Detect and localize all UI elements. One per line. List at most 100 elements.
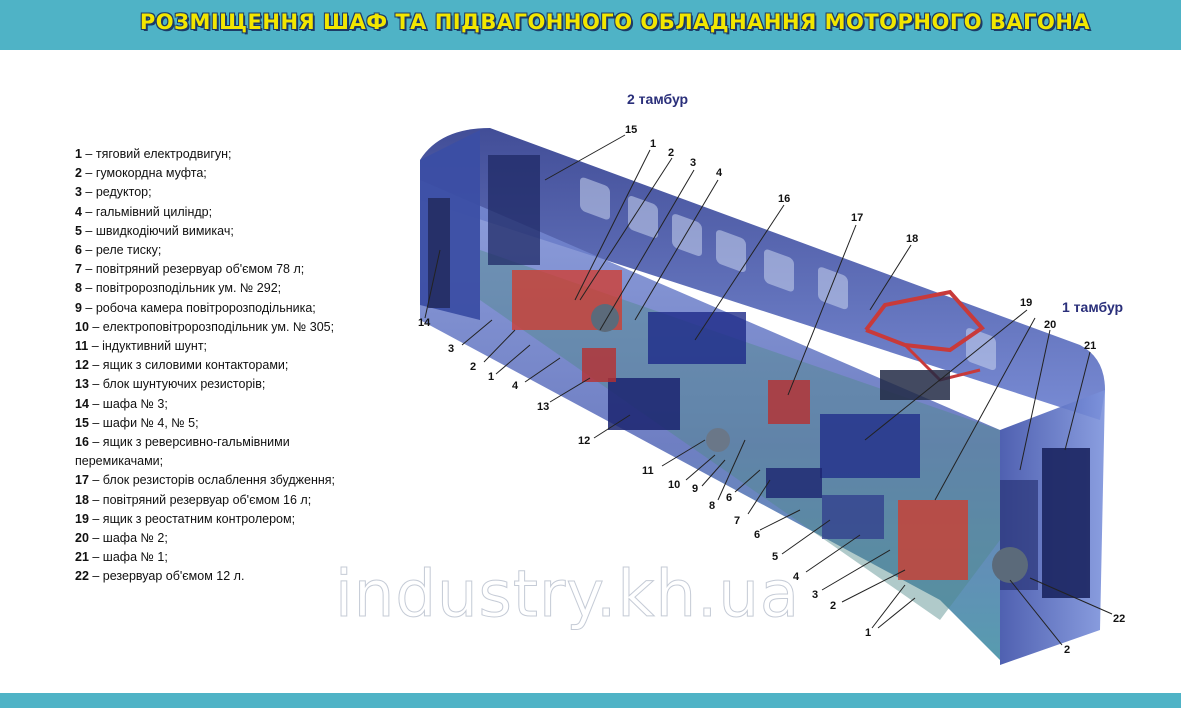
cabinet-1-shape — [1042, 448, 1090, 598]
callout-label: 2 — [668, 147, 674, 159]
pantograph-base — [880, 370, 950, 400]
legend-list: 1 – тяговий електродвигун; 2 – гумокордн… — [75, 145, 375, 587]
leader-line — [717, 439, 746, 501]
watermark: industry.kh.ua — [334, 558, 801, 633]
legend-item: 10 – електроповітророзподільник ум. № 30… — [75, 319, 335, 334]
leader-line — [1064, 351, 1091, 451]
high-speed-breaker-shape — [822, 495, 884, 539]
air-reservoir-shape — [766, 468, 822, 498]
leader-line — [1019, 329, 1051, 471]
legend-item: 2 – гумокордна муфта; — [75, 166, 207, 181]
leader-line — [841, 569, 906, 603]
leader-line — [1009, 579, 1063, 646]
callout-label: 8 — [709, 500, 715, 512]
leader-line — [877, 597, 916, 629]
legend-item: 4 – гальмівний циліндр; — [75, 204, 213, 219]
legend-item: 11 – індуктивний шунт; — [75, 339, 208, 354]
callout-label: 4 — [512, 380, 519, 392]
callout-label: 3 — [812, 589, 818, 601]
callout-label: 16 — [778, 193, 790, 205]
window — [764, 249, 794, 292]
page-title: РОЗМІЩЕННЯ ШАФ ТА ПІДВАГОННОГО ОБЛАДНАНН… — [139, 10, 1091, 34]
legend-item: 20 – шафа № 2; — [75, 531, 168, 546]
leader-line — [694, 204, 785, 341]
leader-line — [661, 439, 706, 467]
leader-line — [821, 549, 891, 591]
vestibule-2-label: 2 тамбур — [627, 91, 689, 107]
callout-label: 14 — [418, 317, 431, 329]
legend-item: 9 – робоча камера повітророзподільника; — [75, 300, 316, 315]
leader-line — [759, 509, 801, 531]
callout-label: 11 — [642, 465, 654, 477]
leader-line — [934, 317, 1036, 501]
callout-label: 20 — [1044, 319, 1056, 331]
legend-item: перемикачами; — [75, 454, 164, 469]
callout-label: 2 — [830, 600, 836, 612]
motor-bogie-front-shape — [898, 500, 968, 580]
callout-label: 15 — [625, 124, 637, 136]
callout-label: 9 — [692, 483, 698, 495]
callout-label: 2 — [470, 361, 476, 373]
legend-item: 14 – шафа № 3; — [75, 396, 168, 411]
leader-line — [599, 169, 695, 331]
leader-line — [634, 179, 719, 321]
leader-line — [495, 344, 531, 375]
leader-line — [544, 134, 626, 181]
cabinets-4-5-shape — [488, 155, 540, 265]
leader-line — [701, 459, 726, 487]
leader-line — [685, 454, 716, 481]
leader-line — [864, 309, 1028, 441]
window-row — [580, 177, 996, 371]
callout-label: 3 — [690, 157, 696, 169]
rheostat-box-shape — [820, 414, 920, 478]
legend-item: 7 – повітряний резервуар об'ємом 78 л; — [75, 262, 305, 277]
window — [716, 230, 746, 273]
legend-item: 3 – редуктор; — [75, 185, 152, 200]
callout-label: 1 — [650, 138, 656, 150]
legend-item: 12 – ящик з силовими контакторами; — [75, 358, 289, 373]
window — [580, 177, 610, 220]
callout-label: 6 — [726, 492, 732, 504]
legend-item: 13 – блок шунтуючих резисторів; — [75, 377, 266, 392]
legend-item: 22 – резервуар об'ємом 12 л. — [75, 569, 245, 584]
callout-label: 4 — [716, 167, 723, 179]
legend-item: 16 – ящик з реверсивно-гальмівними — [75, 435, 290, 450]
leader-line — [734, 469, 761, 493]
callout-label: 10 — [668, 479, 680, 491]
legend-item: 21 – шафа № 1; — [75, 550, 168, 565]
wheel — [591, 304, 619, 332]
leader-line — [549, 377, 591, 403]
legend-item: 15 – шафи № 4, № 5; — [75, 415, 199, 430]
window — [628, 196, 658, 238]
leader-line — [747, 479, 771, 515]
window — [966, 328, 996, 371]
leader-line — [579, 157, 673, 301]
wheel — [992, 547, 1028, 583]
leader-line — [483, 329, 516, 363]
leader-line — [424, 249, 441, 319]
callout-label: 22 — [1113, 613, 1125, 625]
leader-line — [805, 534, 861, 573]
field-resistor-block-shape — [768, 380, 810, 424]
legend-item: 5 – швидкодіючий вимикач; — [75, 223, 234, 238]
leader-lines — [424, 134, 1113, 646]
leader-line — [869, 244, 912, 311]
callout-label: 3 — [448, 343, 454, 355]
legend-item: 6 – реле тиску; — [75, 243, 162, 258]
leader-line — [781, 519, 831, 555]
callout-label: 21 — [1084, 340, 1096, 352]
callout-labels: 15 1 2 3 4 16 17 18 19 20 21 14 3 2 1 4 … — [418, 124, 1125, 656]
callout-label: 13 — [537, 401, 549, 413]
window — [818, 267, 848, 310]
leader-line — [787, 224, 857, 396]
callout-label: 2 — [1064, 644, 1070, 656]
callout-label: 6 — [754, 529, 760, 541]
legend-item: 17 – блок резисторів ослаблення збудженн… — [75, 473, 336, 488]
callout-label: 4 — [793, 571, 800, 583]
title-banner — [0, 0, 1181, 50]
callout-label: 1 — [488, 371, 494, 383]
leader-line — [461, 319, 493, 346]
callout-label: 18 — [906, 233, 918, 245]
underfloor-equipment — [512, 270, 1028, 583]
